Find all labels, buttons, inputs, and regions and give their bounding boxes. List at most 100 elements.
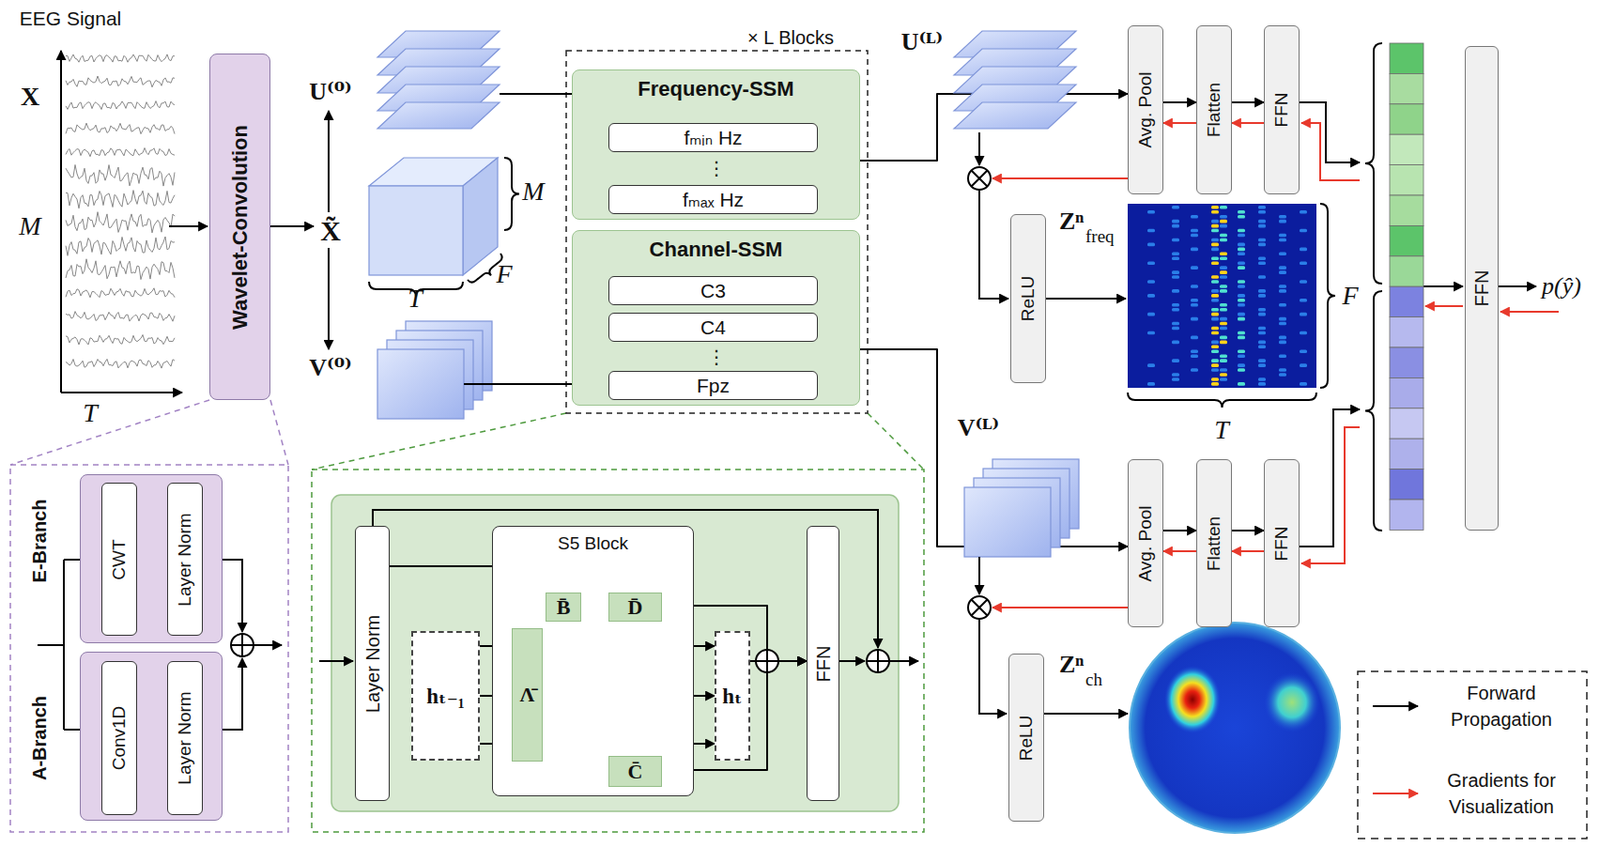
forward-lines [979, 189, 1009, 299]
heatmap-cell [1219, 326, 1228, 331]
forward-arrow [1163, 529, 1197, 532]
heatmap-cell [1219, 307, 1228, 312]
heatmap-cell [1190, 368, 1199, 372]
heatmap-cell [1219, 322, 1228, 326]
heatmap-cell [1258, 331, 1266, 336]
vector-cell [1389, 438, 1424, 469]
zoom-lines [867, 413, 924, 470]
heatmap-cell [1211, 247, 1219, 252]
scalp-topomap [1129, 622, 1340, 833]
heatmap-cell [1219, 256, 1228, 261]
operator-symbols [230, 167, 991, 673]
vector-cell [1389, 469, 1424, 500]
gradient-lines [1301, 123, 1360, 181]
state-box: hₜ [714, 630, 751, 761]
layer-box: Layer Norm [167, 482, 203, 636]
matrix-box: Λ̄ [511, 628, 543, 762]
heatmap-cell [1278, 233, 1287, 238]
heatmap-cell [1299, 261, 1308, 265]
math-label: M [522, 177, 544, 207]
block-panel [331, 494, 899, 812]
matrix-box: B̄ [545, 592, 582, 622]
math-label: T [82, 399, 98, 429]
heatmap-cell [1211, 210, 1219, 215]
heatmap-cell [1278, 252, 1287, 257]
node-label: fₘₐₓ Hz [682, 188, 744, 212]
heatmap-cell [1211, 368, 1219, 372]
layer-box: ReLU [1010, 214, 1047, 384]
heatmap-cell [1219, 353, 1228, 358]
layer-box: Layer Norm [354, 525, 390, 801]
heatmap-cell [1258, 293, 1266, 298]
heatmap-cell [1147, 363, 1155, 368]
heatmap-cell [1237, 229, 1246, 233]
vector-cell [1389, 256, 1424, 287]
heatmap-cell [1147, 243, 1155, 247]
vector-cell [1389, 317, 1424, 348]
node-label: B̄ [556, 595, 571, 620]
brace [504, 157, 520, 231]
heatmap-cell [1219, 368, 1228, 372]
heatmap-cell [1258, 243, 1266, 247]
layer-box: Conv1D [101, 661, 138, 816]
heatmap-cell [1258, 377, 1266, 382]
scalp-topomap [1263, 672, 1321, 733]
eeg-trace [65, 236, 175, 256]
heatmap-cell [1190, 317, 1199, 322]
heatmap-cell [1258, 307, 1266, 312]
heatmap-cell [1171, 256, 1180, 261]
heatmap-cell [1171, 252, 1180, 257]
node-label: A-Branch [29, 695, 51, 781]
heatmap-cell [1258, 275, 1266, 279]
heatmap-cell [1299, 229, 1308, 233]
heatmap-cell [1219, 265, 1228, 270]
heatmap-cell [1258, 382, 1266, 386]
node-label: Avg. Pool [1135, 505, 1156, 582]
heatmap-cell [1219, 224, 1228, 229]
zoom-lines [10, 400, 210, 465]
heatmap-cell [1237, 298, 1246, 303]
node-label: Layer Norm [174, 512, 196, 606]
heatmap-cell [1190, 247, 1199, 252]
heatmap-cell [1299, 331, 1308, 336]
heatmap-cell [1237, 312, 1246, 317]
matrix-box: D̄ [608, 592, 662, 622]
heatmap-cell [1211, 349, 1219, 354]
gradient-lines [992, 177, 1128, 180]
heatmap-cell [1211, 331, 1219, 336]
heatmap-cell [1299, 279, 1308, 284]
math-label: V⁽ᴸ⁾ [957, 415, 1000, 443]
math-label: U⁽ᴸ⁾ [901, 29, 944, 57]
gradient-lines [1301, 427, 1360, 564]
forward-lines [1498, 285, 1537, 288]
gradient-arrow [1163, 550, 1197, 553]
band-box: fₘᵢₙ Hz [608, 123, 818, 153]
heatmap-cell [1219, 205, 1228, 210]
heatmap-cell [1278, 322, 1287, 326]
plus-symbol [230, 633, 254, 657]
layer-box: FFN [806, 525, 840, 801]
heatmap-cell [1211, 238, 1219, 243]
math-label: T [407, 284, 423, 314]
module-box: Wavelet-Convolution [209, 53, 271, 400]
node-label: Conv1D [108, 706, 130, 771]
forward-lines [327, 247, 330, 350]
legend-sample [1372, 705, 1418, 708]
layer-box: Avg. Pool [1127, 459, 1164, 628]
node-label: hₜ₋₁ [426, 682, 464, 709]
heatmap-cell [1211, 261, 1219, 265]
forward-arrow [1163, 101, 1197, 104]
layer-box: FFN [1464, 46, 1499, 531]
legend-samples [1372, 706, 1418, 794]
heatmap-cell [1219, 284, 1228, 289]
node-label: Layer Norm [361, 614, 384, 712]
times-symbol [971, 600, 988, 616]
eeg-trace [65, 101, 175, 110]
heatmap-cell [1219, 215, 1228, 219]
heatmap-cell [1171, 270, 1180, 275]
math-label: p(ŷ) [1541, 273, 1582, 301]
math-label: X̃ [320, 215, 341, 247]
heatmap-cell [1258, 238, 1266, 243]
